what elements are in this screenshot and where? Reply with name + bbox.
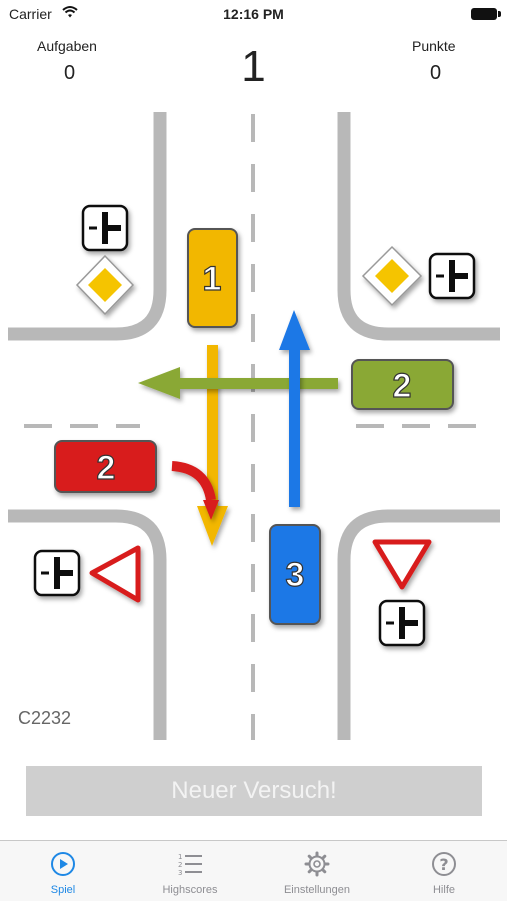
- svg-text:3: 3: [178, 869, 182, 877]
- car-yellow[interactable]: 1: [187, 228, 238, 328]
- retry-button[interactable]: Neuer Versuch!: [26, 766, 482, 816]
- tab-einstellungen[interactable]: Einstellungen: [254, 841, 380, 901]
- tab-hilfe[interactable]: ? Hilfe: [381, 841, 507, 901]
- tab-hilfe-label: Hilfe: [432, 884, 455, 896]
- intersection-layout-sign: [430, 254, 474, 298]
- points-value: 0: [430, 62, 442, 84]
- carrier-label: Carrier: [9, 6, 52, 22]
- intersection-layout-sign: [35, 551, 79, 595]
- car-red-label: 2: [97, 449, 116, 487]
- play-icon: [51, 852, 75, 876]
- tasks-label: Aufgaben: [37, 38, 97, 54]
- tab-einstellungen-label: Einstellungen: [283, 884, 351, 896]
- intersection-layout-sign: [380, 601, 424, 645]
- points-label: Punkte: [412, 38, 456, 54]
- tab-highscores[interactable]: 1 2 3 Highscores: [127, 841, 253, 901]
- svg-text:?: ?: [439, 855, 448, 874]
- car-red[interactable]: 2: [54, 440, 157, 493]
- clock: 12:16 PM: [223, 6, 284, 22]
- priority-road-sign: [361, 245, 423, 307]
- task-code: C2232: [18, 708, 72, 728]
- tab-spiel-label: Spiel: [50, 884, 76, 896]
- tab-spiel[interactable]: Spiel: [0, 841, 126, 901]
- intersection-layout-sign: [83, 206, 127, 250]
- battery-icon: [471, 8, 501, 20]
- arrow-green: [138, 367, 338, 399]
- wifi-icon: [62, 6, 78, 18]
- car-blue[interactable]: 3: [269, 524, 321, 625]
- list-icon: 1 2 3: [178, 853, 202, 877]
- svg-text:2: 2: [178, 861, 182, 869]
- give-way-sign: [372, 539, 432, 590]
- round-number: 1: [241, 42, 266, 91]
- priority-road-sign: [75, 254, 135, 316]
- give-way-sign: [89, 545, 141, 603]
- car-blue-label: 3: [286, 556, 305, 594]
- car-green-label: 2: [393, 367, 412, 405]
- svg-text:1: 1: [178, 853, 182, 861]
- car-yellow-label: 1: [203, 260, 222, 298]
- car-green[interactable]: 2: [351, 359, 454, 410]
- question-icon: ?: [432, 852, 456, 876]
- tab-bar: Spiel 1 2 3 Highscores Einstellungen ? H…: [0, 840, 507, 901]
- tab-highscores-label: Highscores: [162, 884, 218, 896]
- status-bar: Carrier 12:16 PM: [0, 0, 507, 28]
- tasks-value: 0: [64, 62, 76, 84]
- gear-icon: [304, 851, 330, 877]
- intersection-scene: 1 2 2 3: [8, 112, 500, 740]
- lane-markings: [24, 114, 490, 740]
- arrow-blue: [279, 310, 310, 507]
- arrow-red: [171, 461, 219, 520]
- arrow-yellow: [197, 345, 228, 546]
- road-curbs: [8, 112, 500, 740]
